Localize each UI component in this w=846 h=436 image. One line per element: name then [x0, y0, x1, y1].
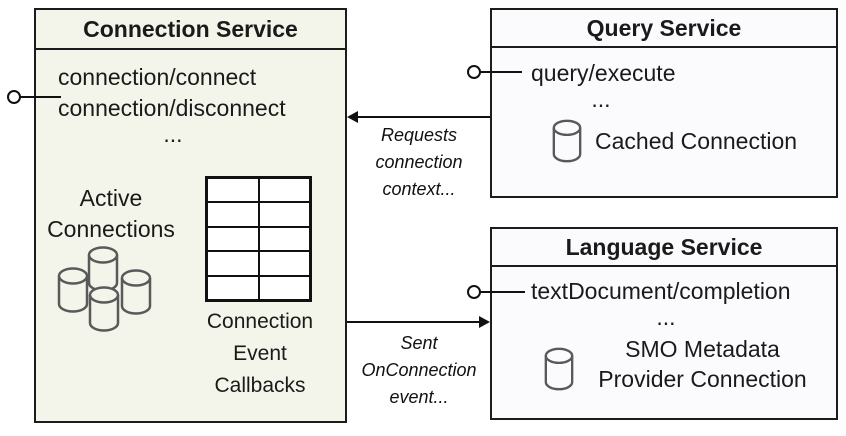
connection-service-title: Connection Service [36, 10, 345, 50]
method-query-execute: query/execute [531, 60, 676, 86]
active-connections-label: Active Connections [47, 185, 175, 242]
method-textdocument-completion: textDocument/completion [531, 278, 791, 304]
connection-event-callbacks-label: Connection Event Callbacks [206, 310, 314, 397]
cached-connection-row: Cached Connection [551, 118, 797, 164]
method-connection-connect: connection/connect [58, 64, 257, 90]
sent-onconnection-event-label: Sent OnConnection event... [361, 333, 477, 407]
database-cylinders-cluster-icon [57, 246, 152, 332]
language-service-title: Language Service [492, 229, 836, 267]
lollipop-interface-icon [467, 285, 481, 299]
table-cell [258, 251, 310, 276]
lollipop-line [480, 291, 525, 293]
methods-ellipsis: ... [656, 304, 676, 330]
smo-metadata-provider-connection-label: SMO Metadata Provider Connection [598, 336, 807, 392]
cached-connection-label: Cached Connection [595, 127, 798, 154]
connection-service-box: Connection Service connection/connect co… [34, 8, 347, 423]
requests-arrow-line [352, 116, 490, 118]
language-service-box: Language Service textDocument/completion… [490, 227, 838, 420]
methods-ellipsis: ... [163, 121, 183, 147]
table-cell [207, 275, 259, 300]
query-service-title: Query Service [492, 10, 836, 48]
table-cell [207, 178, 259, 203]
query-service-box: Query Service query/execute ... Cached C… [490, 8, 838, 198]
table-cell [207, 226, 259, 252]
lollipop-interface-icon [7, 90, 21, 104]
table-cell [258, 275, 310, 300]
requests-arrow-head-icon [347, 111, 358, 123]
database-cylinder-icon [552, 119, 582, 163]
language-service-methods: textDocument/completion ... [531, 276, 801, 330]
lollipop-line [20, 96, 61, 98]
database-cylinder-icon [544, 347, 574, 391]
table-cell [207, 202, 259, 227]
method-connection-disconnect: connection/disconnect [58, 95, 286, 121]
connection-service-methods: connection/connect connection/disconnect… [58, 62, 288, 147]
table-cell [207, 251, 259, 276]
sent-arrow-head-icon [479, 316, 490, 328]
table-cell [258, 226, 310, 252]
requests-connection-context-label: Requests connection context... [375, 125, 463, 199]
sent-arrow-line [347, 321, 481, 323]
lollipop-line [480, 71, 522, 73]
table-cell [258, 178, 310, 203]
table-cell [258, 202, 310, 227]
callbacks-grid-table [205, 176, 312, 302]
query-service-methods: query/execute ... [531, 58, 676, 112]
lollipop-interface-icon [467, 65, 481, 79]
methods-ellipsis: ... [591, 86, 611, 112]
